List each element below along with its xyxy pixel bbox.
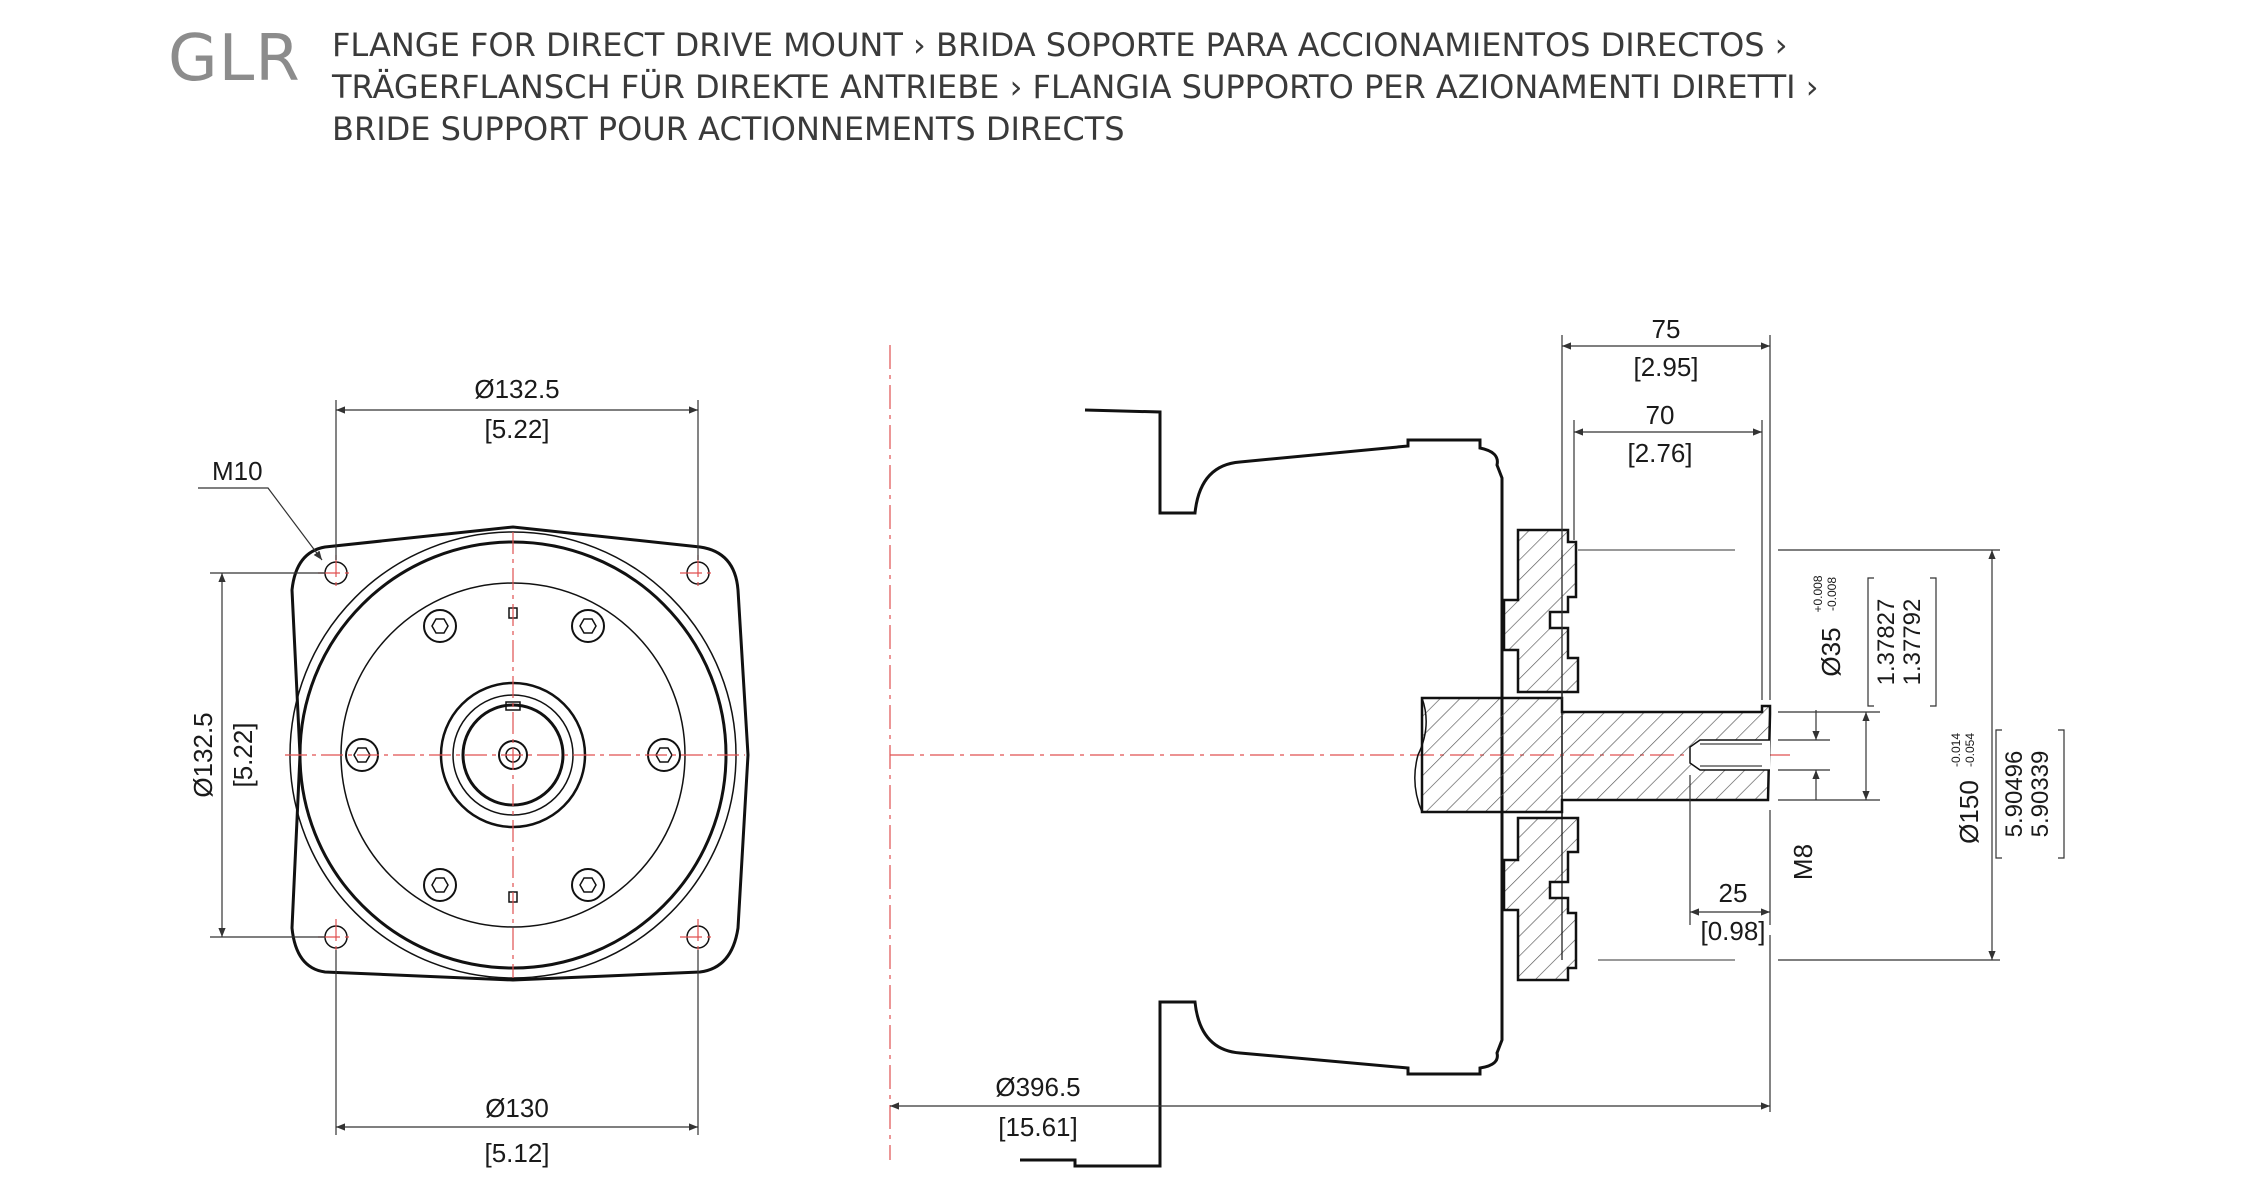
front-view: Ø132.5 [5.22] Ø132.5 [5.22] Ø130 [5.12] … — [188, 374, 750, 1168]
front-centerlines — [285, 532, 745, 978]
pilot-dia-inch-min: 5.90339 — [2027, 751, 2054, 838]
screw-top-left — [423, 609, 457, 643]
shaft-dia-mm: Ø35 — [1816, 627, 1846, 676]
side-flange-bottom — [1502, 816, 1580, 982]
title-line-1: FLANGE FOR DIRECT DRIVE MOUNT › BRIDA SO… — [332, 26, 1788, 64]
side-dim-70-inch: [2.76] — [1627, 438, 1692, 468]
overall-dim-inch: [15.61] — [998, 1112, 1078, 1142]
front-bottom-dim-inch: [5.12] — [484, 1138, 549, 1168]
front-screws — [345, 609, 681, 902]
side-view: 75 [2.95] 70 [2.76] Ø35 +0.008 -0.008 1.… — [889, 314, 2065, 1168]
pilot-dia-bracket — [1995, 729, 2065, 859]
front-top-dim-mm: Ø132.5 — [474, 374, 559, 404]
shaft-dia-tol-upper: +0.008 — [1811, 575, 1825, 612]
side-dim-75-mm: 75 — [1652, 314, 1681, 344]
overall-dim-mm: Ø396.5 — [995, 1072, 1080, 1102]
side-dim-25-mm: 25 — [1719, 878, 1748, 908]
front-housing-outline — [290, 525, 750, 982]
side-tapped-hole — [1689, 739, 1770, 771]
front-dimensions — [198, 400, 699, 1135]
screw-bottom-right — [571, 868, 605, 902]
side-dim-25-inch: [0.98] — [1700, 916, 1765, 946]
shaft-dia-tol-lower: -0.008 — [1825, 577, 1839, 611]
shaft-dia-inch-min: 1.37792 — [1899, 599, 1926, 686]
front-thread-label: M10 — [212, 456, 263, 486]
title-line-2: TRÄGERFLANSCH FÜR DIREKTE ANTRIEBE › FLA… — [332, 68, 1819, 106]
front-left-dim-inch: [5.22] — [228, 722, 258, 787]
shaft-dia-inch-max: 1.37827 — [1873, 599, 1900, 686]
front-keyway — [505, 701, 521, 711]
page-title: FLANGE FOR DIRECT DRIVE MOUNT › BRIDA SO… — [332, 24, 1819, 150]
side-thread-label: M8 — [1788, 844, 1818, 880]
pilot-dia-tol-lower: -0.054 — [1963, 733, 1977, 767]
pilot-dia-inch-max: 5.90496 — [2001, 751, 2028, 838]
pilot-dia-tol-upper: -0.014 — [1949, 733, 1963, 767]
screw-bottom-left — [423, 868, 457, 902]
side-dimensions — [890, 335, 2000, 1112]
screw-top-right — [571, 609, 605, 643]
pilot-dia-mm: Ø150 — [1954, 780, 1984, 844]
side-shaft-section — [1420, 696, 1772, 814]
front-left-dim-mm: Ø132.5 — [188, 712, 218, 797]
product-code: GLR — [168, 22, 301, 96]
title-line-3: BRIDE SUPPORT POUR ACTIONNEMENTS DIRECTS — [332, 110, 1125, 148]
side-dim-70-mm: 70 — [1646, 400, 1675, 430]
side-housing-outline — [1020, 408, 1504, 1168]
side-shaft-break — [1414, 697, 1427, 813]
front-bottom-dim-mm: Ø130 — [485, 1093, 549, 1123]
side-flange-top — [1502, 528, 1580, 694]
shaft-dia-bracket — [1867, 577, 1937, 707]
side-dim-75-inch: [2.95] — [1633, 352, 1698, 382]
front-top-dim-inch: [5.22] — [484, 414, 549, 444]
